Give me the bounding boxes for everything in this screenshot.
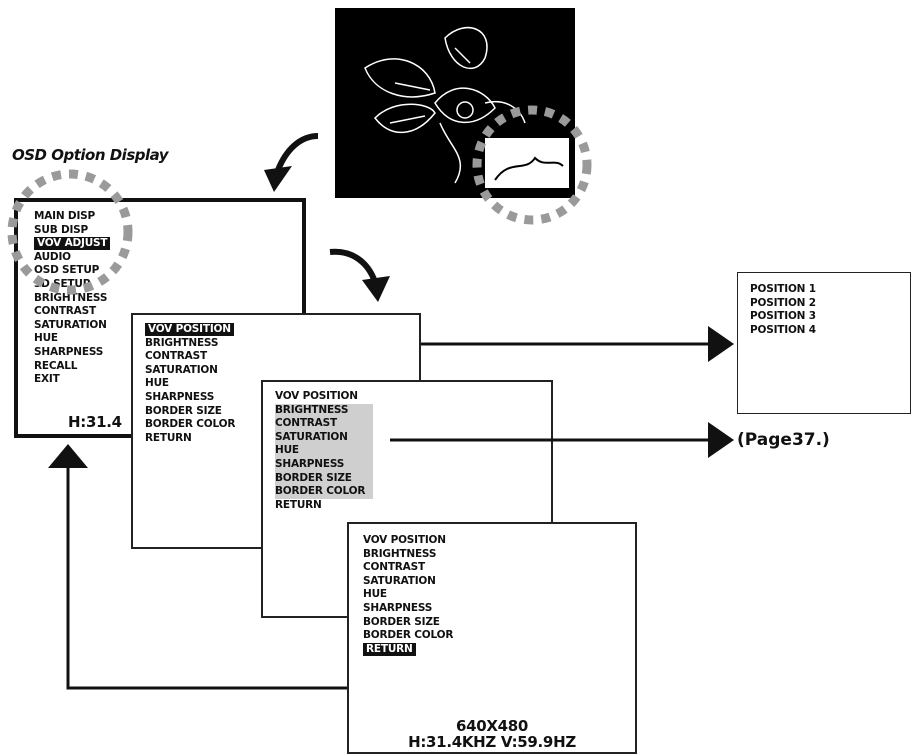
flower-illustration bbox=[364, 27, 569, 188]
main-menu-item[interactable]: SUB DISP bbox=[34, 223, 89, 236]
frequency-readout: H:31.4KHZ V:59.9HZ bbox=[408, 733, 576, 751]
position-list: POSITION 1 POSITION 2 POSITION 3 POSITIO… bbox=[750, 283, 816, 337]
submenu-item-selected[interactable]: VOV POSITION bbox=[145, 323, 235, 337]
submenu-item[interactable]: HUE bbox=[363, 588, 387, 601]
osd-title: OSD Option Display bbox=[12, 146, 169, 164]
main-menu-item[interactable]: 3D SETUP bbox=[34, 277, 91, 290]
main-menu-item[interactable]: EXIT bbox=[34, 373, 60, 386]
position-item[interactable]: POSITION 4 bbox=[750, 323, 816, 336]
selected-label: VOV POSITION bbox=[145, 323, 234, 336]
arrowhead-icon bbox=[708, 326, 734, 362]
main-menu-item[interactable]: SATURATION bbox=[34, 318, 107, 331]
main-menu-item[interactable]: OSD SETUP bbox=[34, 264, 100, 277]
submenu-item[interactable]: CONTRAST bbox=[363, 561, 425, 574]
submenu-item[interactable]: VOV POSITION bbox=[275, 390, 358, 402]
submenu-2-list: VOV POSITION BRIGHTNESS CONTRAST SATURAT… bbox=[275, 390, 374, 512]
arrowhead-icon bbox=[264, 166, 292, 192]
main-menu-item[interactable]: BRIGHTNESS bbox=[34, 291, 108, 304]
submenu-item-shaded[interactable]: CONTRAST bbox=[275, 417, 374, 431]
submenu-item-shaded[interactable]: SHARPNESS bbox=[275, 457, 374, 472]
submenu-item-shaded[interactable]: BORDER COLOR bbox=[275, 485, 374, 499]
position-item[interactable]: POSITION 3 bbox=[750, 310, 816, 323]
position-list-panel: POSITION 1 POSITION 2 POSITION 3 POSITIO… bbox=[737, 272, 911, 414]
main-menu-item[interactable]: SHARPNESS bbox=[34, 345, 104, 358]
main-menu-item[interactable]: MAIN DISP bbox=[34, 210, 96, 222]
submenu-item[interactable]: SATURATION bbox=[363, 574, 436, 587]
selected-label: VOV ADJUST bbox=[34, 237, 111, 251]
submenu-3-panel: VOV POSITION BRIGHTNESS CONTRAST SATURAT… bbox=[347, 522, 637, 754]
main-menu-item[interactable]: RECALL bbox=[34, 359, 78, 372]
curved-arrow-icon bbox=[275, 133, 319, 172]
submenu-item[interactable]: SATURATION bbox=[145, 363, 218, 376]
submenu-item[interactable]: BORDER COLOR bbox=[145, 418, 236, 431]
selected-label: RETURN bbox=[363, 642, 416, 656]
submenu-item[interactable]: CONTRAST bbox=[145, 350, 207, 363]
pip-photo bbox=[335, 8, 575, 198]
submenu-item[interactable]: RETURN bbox=[275, 498, 322, 511]
return-path bbox=[66, 465, 347, 690]
submenu-item[interactable]: BORDER SIZE bbox=[145, 404, 222, 417]
submenu-item[interactable]: SHARPNESS bbox=[363, 601, 433, 614]
resolution-readout: 640X480 bbox=[455, 717, 529, 735]
submenu-item-shaded[interactable]: HUE bbox=[275, 444, 374, 458]
dotted-circle-menu bbox=[7, 169, 133, 295]
main-menu-item-selected[interactable]: VOV ADJUST bbox=[34, 237, 111, 251]
submenu-item[interactable]: BRIGHTNESS bbox=[145, 336, 219, 349]
submenu-item[interactable]: HUE bbox=[145, 377, 169, 390]
submenu-item[interactable]: VOV POSITION bbox=[363, 534, 446, 546]
submenu-item-shaded[interactable]: BRIGHTNESS bbox=[275, 403, 374, 418]
position-item[interactable]: POSITION 1 bbox=[750, 283, 816, 295]
submenu-item-shaded[interactable]: BORDER SIZE bbox=[275, 471, 374, 486]
submenu-3-list: VOV POSITION BRIGHTNESS CONTRAST SATURAT… bbox=[363, 534, 453, 656]
dotted-circle-subwindow bbox=[472, 105, 592, 225]
position-item[interactable]: POSITION 2 bbox=[750, 296, 816, 309]
submenu-item[interactable]: BRIGHTNESS bbox=[363, 547, 437, 560]
arrowhead-icon bbox=[708, 422, 734, 458]
submenu-item[interactable]: RETURN bbox=[145, 431, 192, 444]
page-reference: (Page37.) bbox=[737, 430, 830, 450]
arrowhead-icon bbox=[48, 444, 88, 468]
main-menu-item[interactable]: CONTRAST bbox=[34, 305, 96, 318]
curved-arrow-icon bbox=[329, 248, 378, 284]
submenu-item-shaded[interactable]: SATURATION bbox=[275, 430, 374, 445]
main-menu-item[interactable]: AUDIO bbox=[34, 250, 71, 263]
submenu-item[interactable]: SHARPNESS bbox=[145, 390, 215, 403]
arrowhead-icon bbox=[362, 276, 390, 302]
submenu-item[interactable]: BORDER SIZE bbox=[363, 615, 440, 628]
submenu-1-list: VOV POSITION BRIGHTNESS CONTRAST SATURAT… bbox=[145, 323, 235, 445]
main-menu-item[interactable]: HUE bbox=[34, 332, 58, 345]
submenu-item-selected[interactable]: RETURN bbox=[363, 642, 453, 657]
submenu-item[interactable]: BORDER COLOR bbox=[363, 629, 454, 642]
main-menu-list: MAIN DISP SUB DISP VOV ADJUST AUDIO OSD … bbox=[34, 210, 111, 387]
main-freq-readout: H:31.4 bbox=[68, 413, 122, 431]
